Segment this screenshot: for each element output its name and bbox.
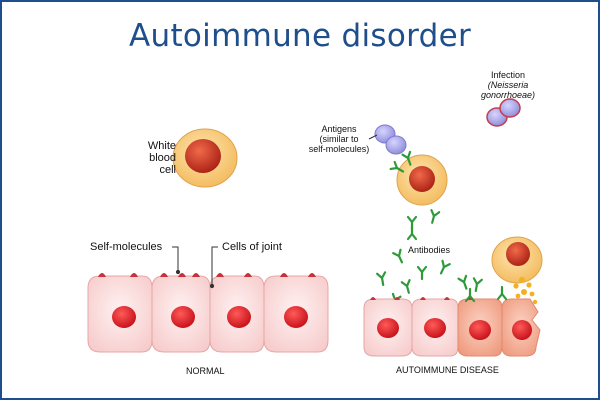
label-pointer-lines [172, 246, 218, 289]
antibodies [376, 209, 483, 310]
antibodies-label: Antibodies [408, 245, 451, 255]
joint-cells-autoimmune [363, 285, 541, 357]
antigens [374, 124, 407, 155]
antigens-label: Antigens (similar to self-molecules) [308, 124, 370, 154]
white-blood-cell-label: White blood cell [147, 140, 176, 176]
autoimmune-disease-caption: AUTOIMMUNE DISEASE [396, 365, 499, 375]
cells-of-joint-label: Cells of joint [222, 241, 282, 253]
joint-cells-normal [87, 275, 329, 353]
infection-bacteria [486, 98, 521, 127]
infection-label: Infection (Neisseria gonorrhoeae) [480, 70, 536, 100]
page-title: Autoimmune disorder [128, 18, 471, 54]
antigen-pointer [368, 134, 378, 140]
white-blood-cell-normal [172, 128, 238, 188]
self-molecules [98, 273, 316, 277]
normal-caption: NORMAL [186, 366, 225, 376]
white-blood-cell-activated [389, 150, 448, 206]
self-molecules-label: Self-molecules [90, 241, 163, 253]
